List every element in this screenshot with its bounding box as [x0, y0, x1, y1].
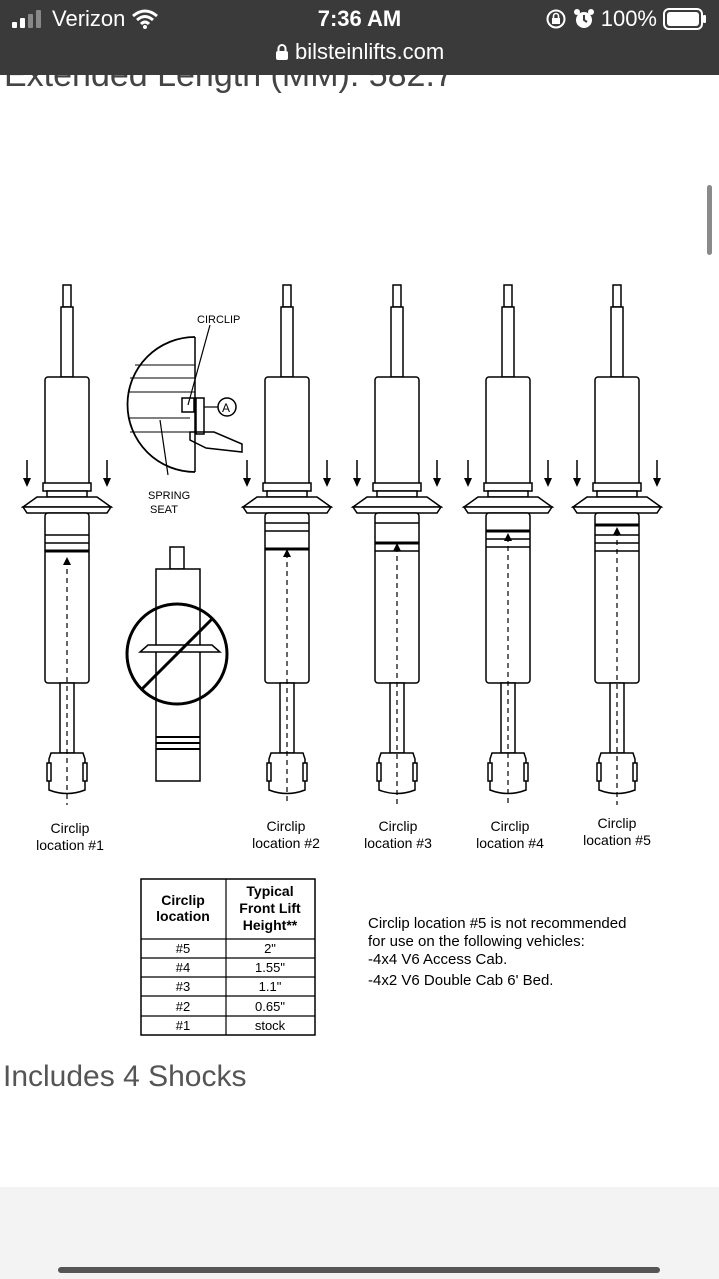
circlip-label-1-line1: Circlip [51, 820, 90, 836]
circlip-label-5-line1: Circlip [598, 815, 637, 831]
circlip-label-2-line1: Circlip [267, 818, 306, 834]
recommendation-note-line2: for use on the following vehicles: [368, 933, 585, 950]
circlip-label-5-line2: location #5 [583, 832, 651, 848]
scrollbar-thumb[interactable] [707, 185, 712, 255]
circlip-callout: CIRCLIP [197, 314, 240, 326]
table-row-height: 0.65" [255, 999, 285, 1014]
circlip-label-4-line2: location #4 [476, 835, 544, 851]
circlip-label-1-line2: location #1 [36, 837, 104, 853]
alarm-icon [573, 9, 594, 28]
home-indicator[interactable] [58, 1267, 660, 1273]
address-bar[interactable]: bilsteinlifts.com [0, 38, 719, 65]
status-right-group: 100% [545, 6, 707, 32]
table-row-height: stock [255, 1018, 286, 1033]
spring-seat-callout-line1: SPRING [148, 490, 190, 502]
table-row-location: #3 [176, 979, 190, 994]
table-row-height: 1.1" [259, 979, 282, 994]
incorrect-install-inset [125, 546, 229, 782]
detail-a-callout: A [222, 401, 230, 415]
battery-icon [663, 8, 706, 30]
circlip-label-2-line2: location #2 [252, 835, 320, 851]
carrier-name: Verizon [52, 6, 126, 31]
table-row-height: 1.55" [255, 960, 285, 975]
table-row-location: #5 [176, 941, 190, 956]
rotation-lock-icon [546, 9, 566, 29]
spring-seat-callout-line2: SEAT [150, 504, 178, 516]
circlip-label-3-line2: location #3 [364, 835, 432, 851]
table-row-height: 2" [264, 941, 276, 956]
table-row-location: #2 [176, 999, 190, 1014]
table-header-location-line1: Circlip [161, 892, 205, 908]
clock: 7:36 AM [317, 6, 402, 31]
table-header-height-line1: Typical [246, 883, 293, 899]
lock-icon [275, 44, 288, 61]
circlip-label-4-line1: Circlip [491, 818, 530, 834]
includes-text: Includes 4 Shocks [3, 1060, 247, 1093]
shock-3 [352, 284, 442, 805]
recommendation-note-line4: -4x2 V6 Double Cab 6' Bed. [368, 972, 553, 989]
shock-2 [242, 284, 332, 805]
table-header-height-line3: Height** [243, 917, 298, 933]
circlip-location-diagram: CIRCLIP A SPRING SEAT Circlip location #… [22, 284, 662, 1036]
shock-5 [572, 284, 662, 805]
circlip-label-3-line1: Circlip [379, 818, 418, 834]
table-header-location-line2: location [156, 908, 210, 924]
table-header-height-line2: Front Lift [239, 900, 301, 916]
table-row-location: #4 [176, 960, 190, 975]
recommendation-note-line1: Circlip location #5 is not recommended [368, 915, 626, 932]
recommendation-note-line3: -4x4 V6 Access Cab. [368, 951, 507, 968]
wifi-icon [132, 9, 159, 29]
lift-height-table [140, 878, 316, 1036]
battery-percent: 100% [600, 6, 657, 31]
page-footer [0, 1187, 719, 1279]
shock-1 [22, 284, 112, 805]
table-row-location: #1 [176, 1018, 190, 1033]
circlip-detail-inset [126, 324, 243, 476]
shock-4 [463, 284, 553, 805]
signal-icon [12, 10, 41, 28]
status-bar: Verizon 7:36 AM 100% bi [0, 0, 719, 75]
url-text: bilsteinlifts.com [294, 39, 445, 65]
carrier-group: Verizon [12, 6, 159, 32]
